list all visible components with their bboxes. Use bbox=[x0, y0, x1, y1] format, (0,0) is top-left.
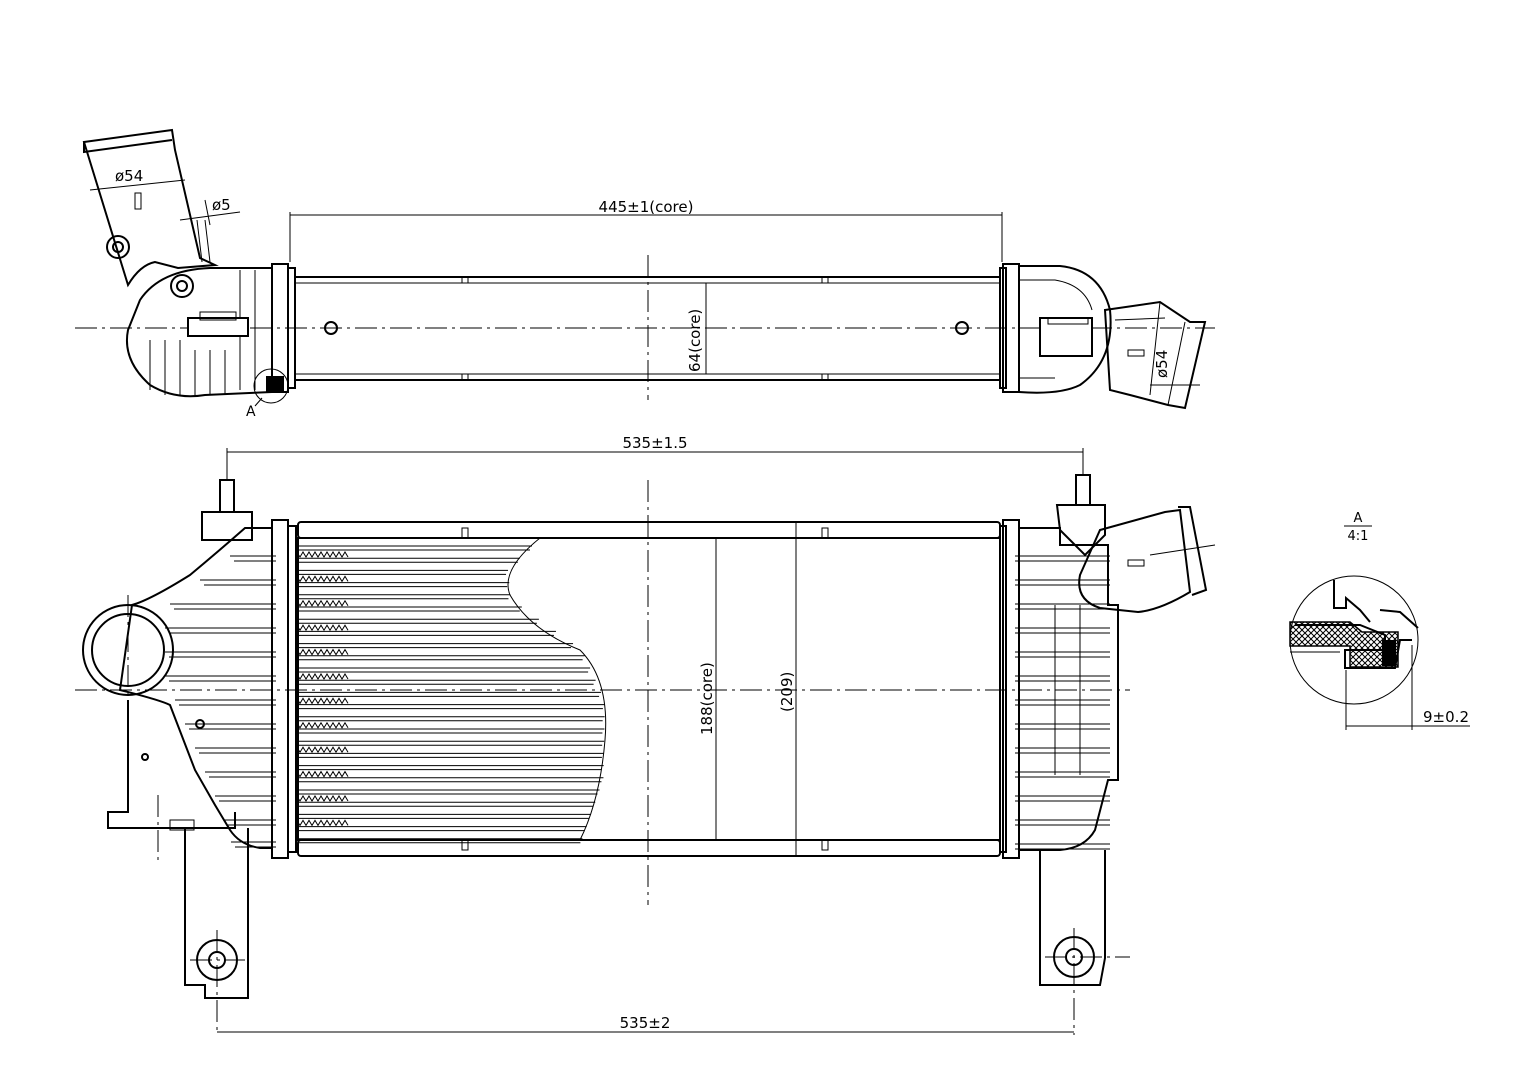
right-core-bolt bbox=[955, 321, 969, 335]
front-core-top-rail bbox=[297, 521, 1001, 539]
left-tank-bolt bbox=[170, 274, 194, 298]
inlet-diameter-top: ø54 bbox=[115, 167, 143, 185]
right-outlet-pipe-front bbox=[1078, 508, 1192, 614]
sensor-diameter: ø5 bbox=[212, 196, 231, 214]
right-sensor-boss bbox=[1055, 504, 1106, 557]
outlet-diameter-top: ø54 bbox=[1153, 350, 1171, 378]
left-bracket-clip bbox=[187, 317, 249, 337]
right-mount-leg bbox=[1039, 850, 1106, 986]
detail-marker-label: A bbox=[246, 404, 256, 420]
left-tank bbox=[118, 527, 273, 849]
left-pipe-bolt bbox=[106, 235, 130, 259]
overall-width-dimension: 535±1.5 bbox=[622, 434, 687, 452]
left-mount-leg bbox=[184, 828, 249, 999]
top-dimensions: 445±1(core) ø54 ø5 64(core) ø54 bbox=[115, 167, 1171, 378]
left-core-bolt bbox=[324, 321, 338, 335]
front-core bbox=[297, 537, 1001, 841]
detail-title: A bbox=[1354, 511, 1363, 526]
right-tank bbox=[1018, 527, 1119, 851]
front-view bbox=[75, 465, 1216, 1035]
top-view: A bbox=[75, 128, 1215, 420]
left-sensor-boss bbox=[201, 511, 253, 541]
core-fins bbox=[298, 545, 605, 844]
overall-height-dimension: (209) bbox=[778, 672, 796, 712]
core-depth-dimension: 64(core) bbox=[686, 309, 704, 372]
mount-spacing-dimension: 535±2 bbox=[620, 1014, 671, 1032]
detail-a-circle bbox=[253, 368, 289, 404]
detail-a-view: A 4:1 9±0.2 bbox=[1289, 511, 1470, 730]
detail-width-dimension: 9±0.2 bbox=[1423, 708, 1469, 726]
core-length-dimension: 445±1(core) bbox=[599, 198, 694, 216]
detail-scale: 4:1 bbox=[1348, 529, 1369, 544]
right-outlet-pipe bbox=[1103, 300, 1207, 410]
core-height-dimension: 188(core) bbox=[698, 662, 716, 735]
front-dimensions: 535±1.5 188(core) (209) 535±2 bbox=[217, 434, 1084, 1033]
left-inlet-pipe bbox=[82, 128, 219, 288]
